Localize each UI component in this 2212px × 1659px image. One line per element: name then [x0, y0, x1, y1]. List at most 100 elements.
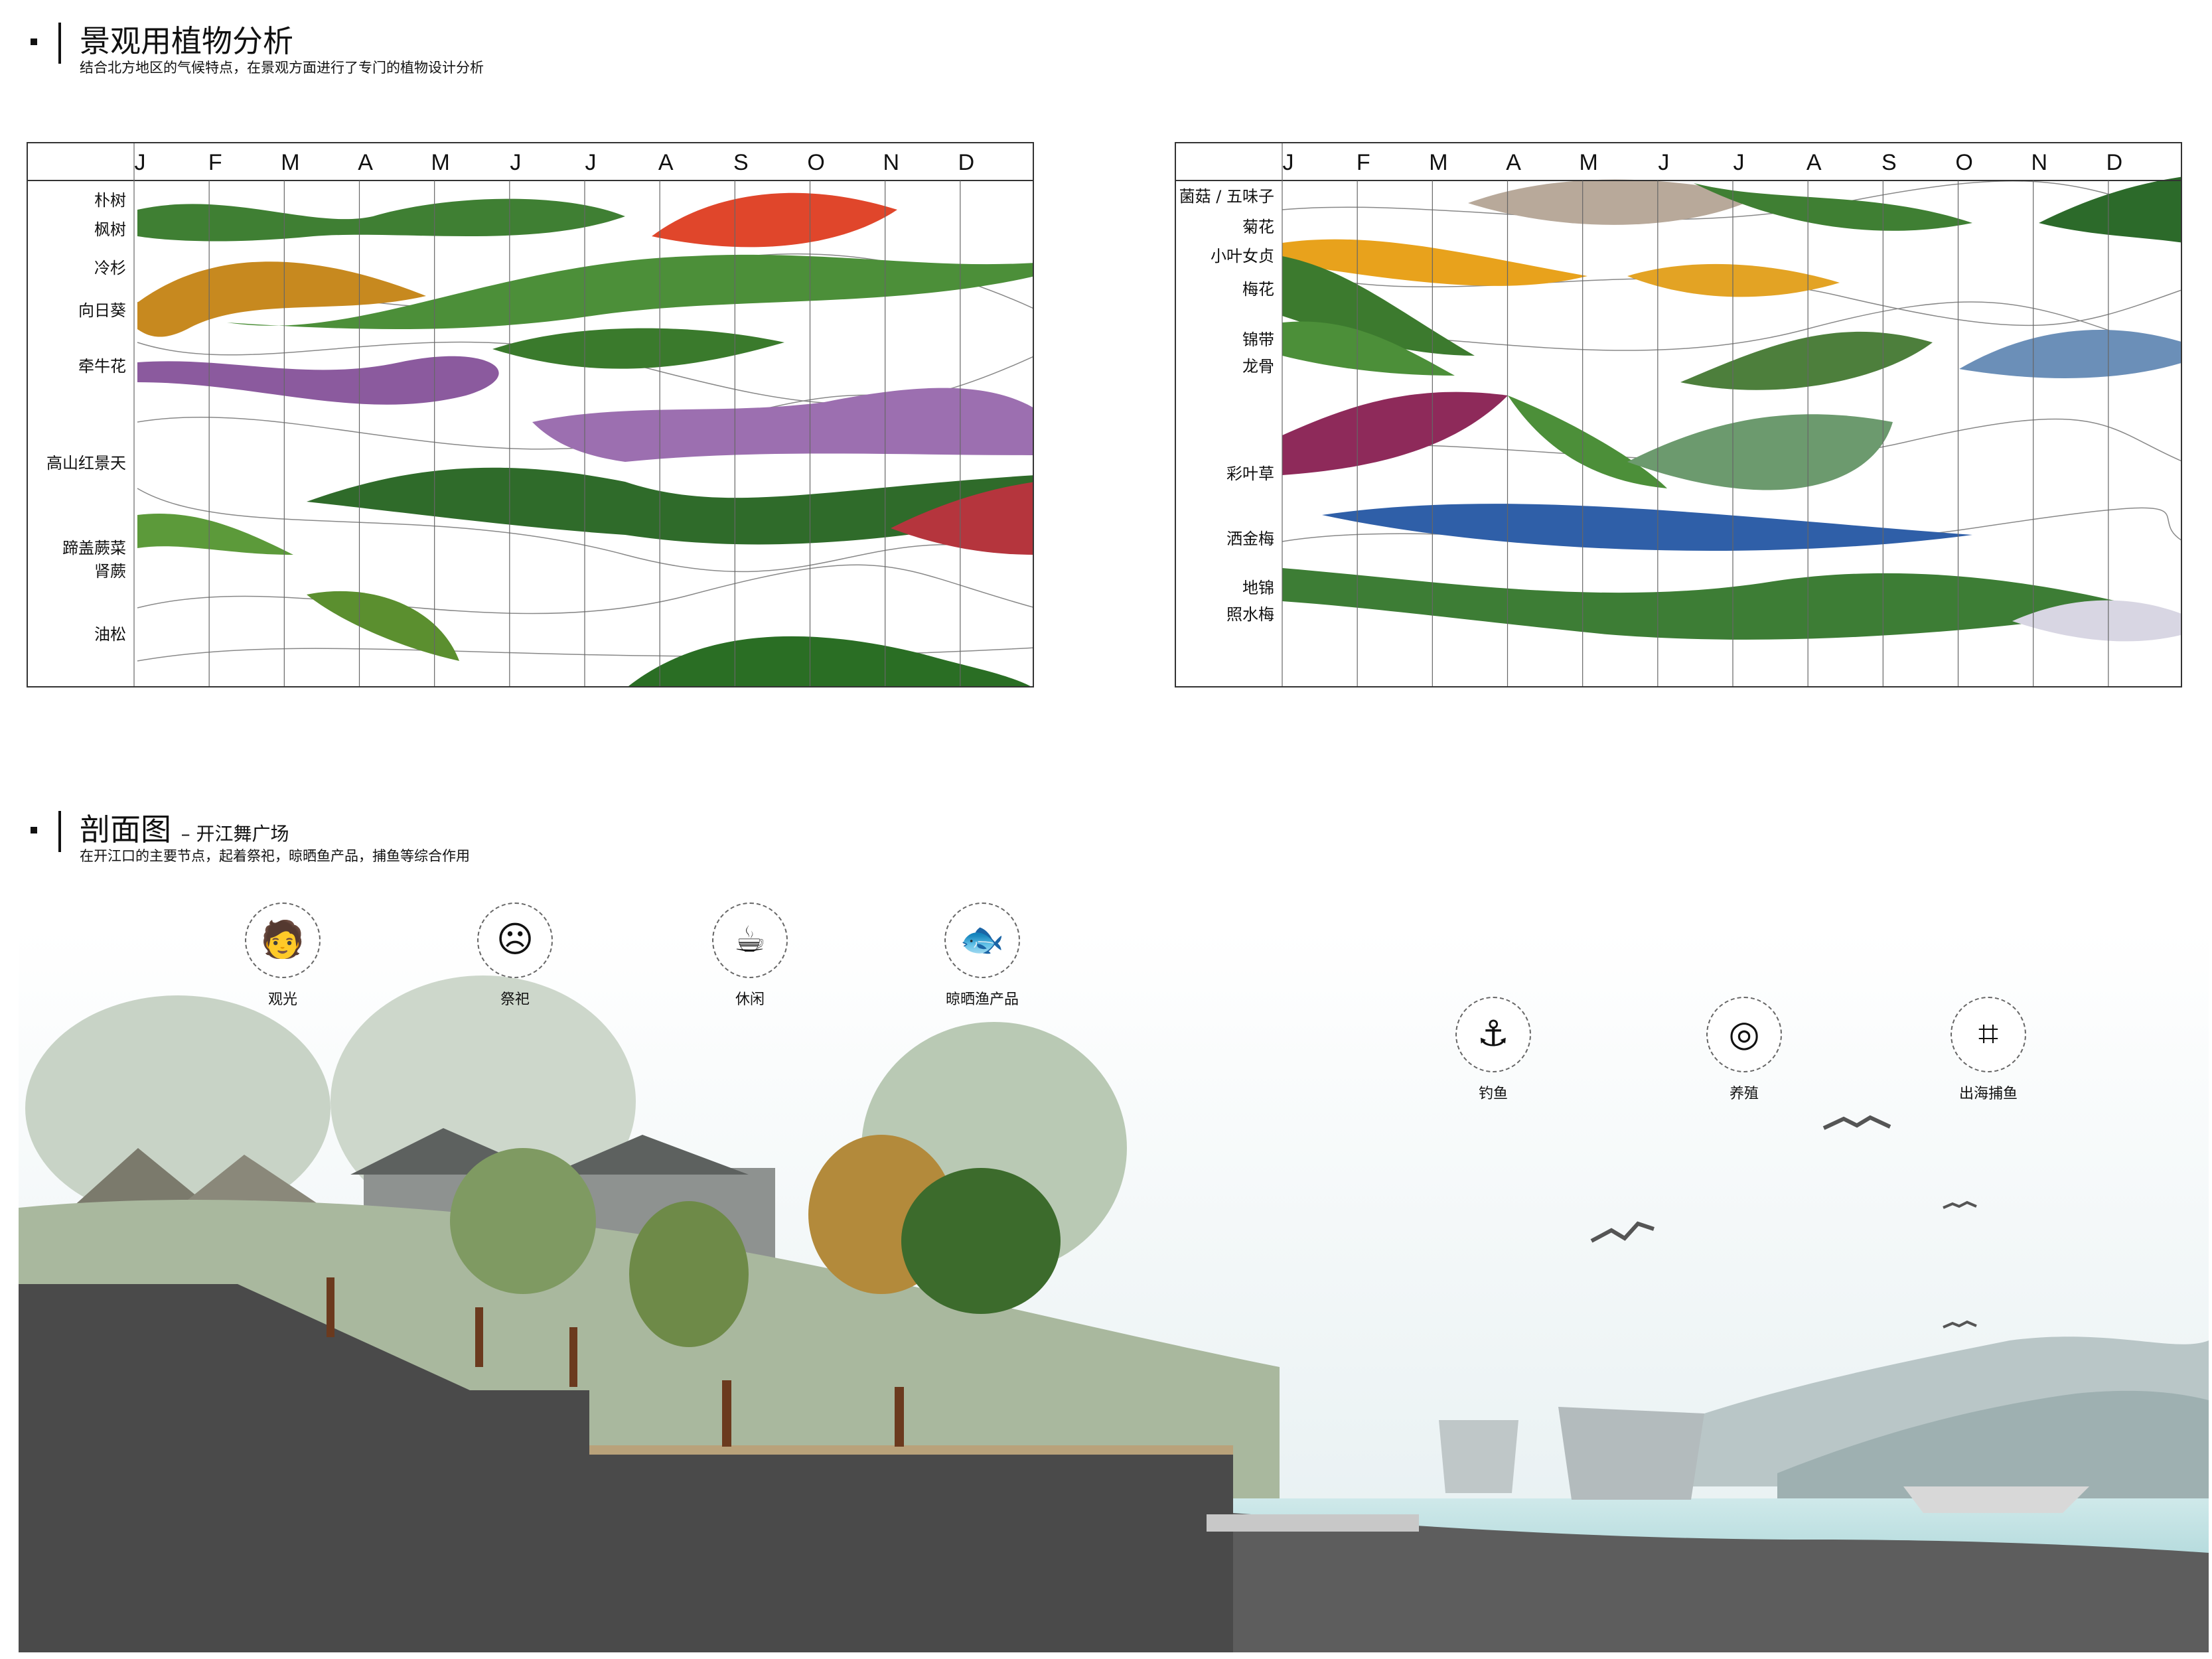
- function-label: 晾晒渔产品: [945, 991, 1019, 1008]
- month-label: M: [1579, 150, 1598, 175]
- leaf-band-leaf-top: [1694, 183, 1972, 231]
- plant-label: 油松: [94, 625, 126, 644]
- month-label: M: [281, 150, 300, 175]
- sea-bed: [1233, 1513, 2209, 1652]
- plant-label: 向日葵: [78, 301, 126, 320]
- plant-label: 梅花: [1242, 280, 1274, 299]
- leaf-band-fern-low: [307, 591, 459, 661]
- month-label: J: [1733, 150, 1745, 175]
- bird: [1943, 1320, 1977, 1329]
- leaf-band-holly: [2039, 177, 2181, 243]
- month-label: S: [1881, 150, 1897, 175]
- month-label: M: [1429, 150, 1448, 175]
- month-label: F: [1356, 150, 1370, 175]
- section-title-main: 剖面图: [80, 812, 171, 847]
- function-item: ⌗ 出海捕鱼: [1929, 997, 2048, 1103]
- plant-label: 照水梅: [1226, 605, 1274, 624]
- leaf-band-coleus-green: [1508, 396, 1667, 488]
- leaf-band-chrysanthemum: [1282, 239, 1587, 286]
- village-roof: [350, 1128, 749, 1175]
- plant-label: 朴树: [94, 191, 126, 210]
- tourist-icon: 🧑: [245, 902, 321, 978]
- leaf-band-hosta: [1627, 414, 1893, 490]
- totem-pole: [895, 1387, 904, 1447]
- section-view-illustration: [19, 929, 2209, 1652]
- totem-pole: [569, 1327, 577, 1387]
- month-label: A: [1806, 150, 1822, 175]
- plant-label: 菌菇 / 五味子: [1179, 187, 1274, 206]
- leaf-band-chrysanthemum2: [1627, 263, 1840, 297]
- leaf-band-mushroom: [1468, 179, 1760, 225]
- function-label: 观光: [267, 991, 297, 1008]
- function-label: 养殖: [1729, 1086, 1759, 1102]
- section-title: 剖面图 – 开江舞广场: [80, 806, 289, 849]
- function-item: ⚓钓鱼: [1434, 997, 1553, 1103]
- section-title: 景观用植物分析: [80, 23, 293, 59]
- plant-label: 高山红景天: [46, 454, 126, 472]
- leaf-band-daisy: [1680, 331, 1933, 390]
- month-label: O: [1955, 150, 1973, 175]
- leisure-icon: ☕: [712, 902, 788, 978]
- fishing-net-icon: ⌗: [1951, 997, 2026, 1072]
- leaf-band-fern-top: [492, 328, 784, 369]
- leaf-band-fernleaf: [137, 514, 293, 555]
- plant-label: 菊花: [1242, 218, 1274, 236]
- month-label: J: [585, 150, 597, 175]
- function-label: 出海捕鱼: [1958, 1086, 2018, 1102]
- section-view-graphic: [19, 929, 2209, 1652]
- leaf-band-pine: [628, 636, 1031, 686]
- plant-label: 蹄盖蕨菜: [62, 539, 126, 557]
- fishing-boat: [1903, 1486, 2089, 1513]
- leaf-band-coleus: [1282, 392, 1508, 475]
- function-label: 祭祀: [500, 991, 530, 1008]
- month-label: N: [883, 150, 899, 175]
- function-item: 🐟 晾晒渔产品: [922, 902, 1042, 1009]
- gabion-wall: [1207, 1514, 1419, 1532]
- left-chart-graphic: [28, 143, 1033, 686]
- tree: [450, 1148, 596, 1294]
- leaf-band-petunia: [137, 356, 499, 405]
- leaf-band-fir: [227, 254, 1033, 329]
- month-label: O: [807, 150, 825, 175]
- bullet-dot: [31, 38, 37, 45]
- leaf-band-plum-blossom: [1959, 329, 2181, 378]
- leaf-band-maple: [652, 192, 897, 248]
- function-item: ☹ 祭祀: [455, 902, 575, 1009]
- month-label: J: [1658, 150, 1670, 175]
- plaza-deck: [589, 1445, 1233, 1455]
- month-label: M: [431, 150, 450, 175]
- mask-icon: ☹: [477, 902, 553, 978]
- bullet-dot: [31, 827, 37, 833]
- month-label: N: [2031, 150, 2047, 175]
- month-label: J: [510, 150, 522, 175]
- ground-section: [19, 1284, 1233, 1652]
- drying-fish-icon: 🐟: [944, 902, 1020, 978]
- aquaculture-icon: ◎: [1706, 997, 1782, 1072]
- fishing-net: [1558, 1407, 1704, 1500]
- right-chart-graphic: [1176, 143, 2181, 686]
- section-desc: 结合北方地区的气候特点，在景观方面进行了专门的植物设计分析: [80, 60, 484, 76]
- leaf-band-spirea: [2012, 600, 2181, 642]
- bird: [1822, 1115, 1891, 1130]
- title-bar: [58, 23, 61, 64]
- leaf-band-petunia2: [532, 388, 1033, 462]
- thatched-hut: [72, 1148, 211, 1208]
- section-desc: 在开江口的主要节点，起着祭祀，晾晒鱼产品，捕鱼等综合作用: [80, 848, 470, 864]
- bird: [1590, 1221, 1655, 1243]
- totem-pole: [722, 1380, 731, 1447]
- plant-label: 小叶女贞: [1211, 247, 1274, 265]
- function-label: 钓鱼: [1478, 1086, 1508, 1102]
- plant-label: 彩叶草: [1226, 465, 1274, 483]
- leaf-band-pushu: [137, 198, 625, 242]
- totem-pole: [327, 1277, 334, 1337]
- plant-label: 洒金梅: [1226, 530, 1274, 548]
- month-label: A: [358, 150, 373, 175]
- plant-label: 地锦: [1242, 579, 1274, 597]
- month-label: J: [1282, 150, 1294, 175]
- plant-label: 冷杉: [94, 259, 126, 277]
- leaf-band-weigela: [1282, 321, 1455, 376]
- totem-pole: [475, 1307, 483, 1367]
- function-item: ◎ 养殖: [1684, 997, 1804, 1103]
- tree: [901, 1168, 1061, 1314]
